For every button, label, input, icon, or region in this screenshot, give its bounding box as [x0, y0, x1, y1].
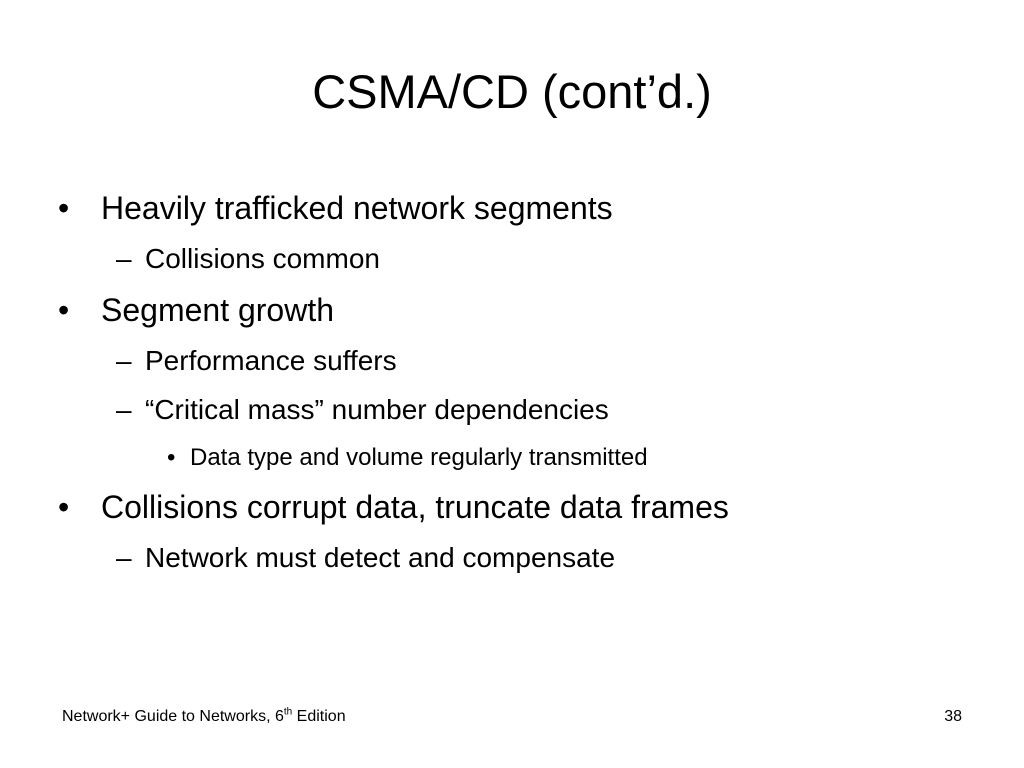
list-item: Heavily trafficked network segments	[101, 190, 613, 226]
dash-icon: –	[116, 394, 132, 425]
list-item: Segment growth	[101, 292, 335, 328]
list-item: Performance suffers	[145, 345, 397, 376]
bullet-icon: •	[58, 292, 70, 328]
list-item: Collisions common	[145, 243, 380, 274]
footer-book-title: Network+ Guide to Networks, 6th Edition	[62, 706, 346, 728]
footer-edition-suffix: Edition	[292, 708, 346, 725]
page-number: 38	[944, 708, 962, 725]
dash-icon: –	[116, 243, 132, 274]
list-item: “Critical mass” number dependencies	[145, 394, 609, 425]
footer-edition-sup: th	[283, 706, 293, 718]
dash-icon: –	[116, 345, 132, 376]
list-item: Data type and volume regularly transmitt…	[190, 444, 648, 471]
bullet-icon: •	[167, 444, 176, 471]
footer-book-prefix: Network+ Guide to Networks, 6	[62, 708, 284, 725]
dash-icon: –	[116, 542, 132, 573]
bullet-icon: •	[58, 489, 70, 525]
bullet-icon: •	[58, 190, 70, 226]
list-item: Collisions corrupt data, truncate data f…	[101, 489, 729, 525]
slide-title: CSMA/CD (cont’d.)	[312, 65, 712, 118]
list-item: Network must detect and compensate	[145, 542, 616, 573]
